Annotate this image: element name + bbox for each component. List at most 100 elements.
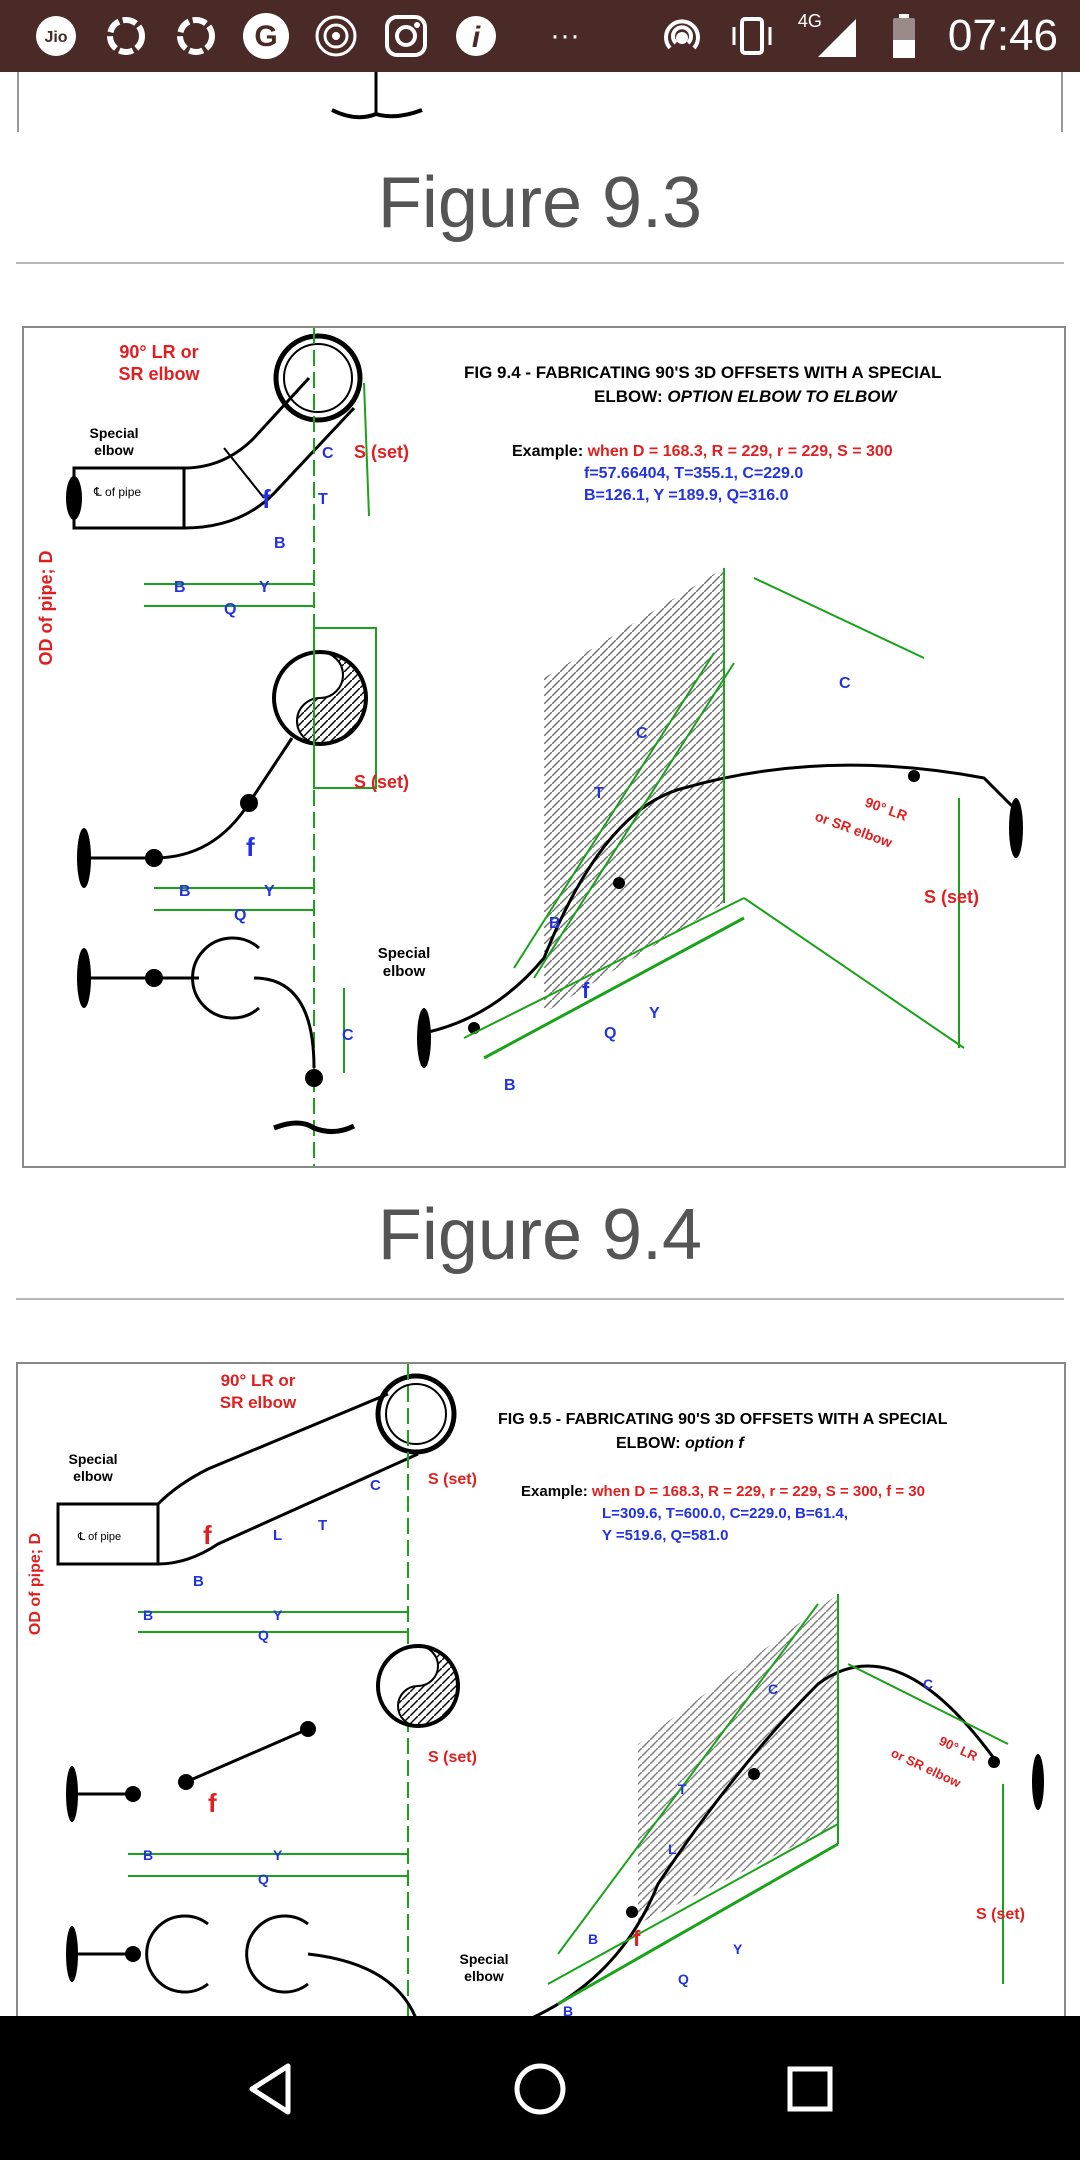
svg-text:Example: when D = 168.3, R = 2: Example: when D = 168.3, R = 229, r = 22… [521, 1483, 925, 1500]
special-label-2: elbow [94, 442, 134, 458]
svg-text:S (set): S (set) [354, 772, 409, 792]
fig94-title-italic: OPTION ELBOW TO ELBOW [667, 387, 898, 406]
figure-9-3-remnant [16, 72, 1064, 132]
svg-text:B: B [193, 1573, 204, 1590]
back-button[interactable] [238, 2056, 304, 2122]
svg-text:S (set): S (set) [924, 887, 979, 907]
battery-icon [878, 10, 930, 62]
svg-text:Y: Y [264, 883, 275, 900]
svg-text:B: B [274, 535, 286, 552]
figure-caption-9-4: Figure 9.4 [377, 1195, 703, 1275]
svg-text:Q: Q [604, 1025, 616, 1042]
svg-text:L=309.6, T=600.0, C=229.0, B=6: L=309.6, T=600.0, C=229.0, B=61.4, [602, 1505, 848, 1522]
svg-text:Y: Y [733, 1941, 743, 1957]
svg-text:T: T [318, 491, 328, 508]
svg-text:90° LR: 90° LR [863, 794, 910, 824]
svg-text:B: B [143, 1607, 153, 1623]
svg-text:T: T [318, 1517, 327, 1534]
special-label-1: Special [89, 425, 138, 441]
svg-text:f: f [633, 1926, 641, 1951]
cl-pipe-label: ℄ of pipe [93, 485, 141, 499]
svg-text:B: B [504, 1077, 516, 1094]
svg-text:Y =519.6, Q=581.0: Y =519.6, Q=581.0 [602, 1527, 729, 1544]
svg-text:90° LR or: 90° LR or [221, 1371, 296, 1390]
svg-text:S (set): S (set) [976, 1906, 1025, 1923]
webpage-content[interactable]: Figure 9.3 OD of pipe; D 90° LR or SR el… [0, 72, 1080, 2016]
svg-text:B: B [174, 579, 186, 596]
sync-ring-icon-2 [170, 10, 222, 62]
svg-text:S (set): S (set) [428, 1471, 477, 1488]
svg-text:Q: Q [224, 601, 236, 618]
svg-text:T: T [678, 1781, 687, 1797]
svg-text:T: T [594, 785, 604, 802]
svg-text:90° LR: 90° LR [937, 1733, 981, 1764]
cell-signal-icon: 4G [796, 11, 860, 61]
svg-text:C: C [370, 1477, 381, 1494]
figure-9-5-image: OD of pipe; D 90° LR or SR elbow Special… [16, 1362, 1066, 2016]
svg-text:f: f [262, 484, 271, 514]
elbow-label-1: 90° LR or [119, 342, 198, 362]
recents-button[interactable] [777, 2056, 843, 2122]
google-icon: G [240, 10, 292, 62]
svg-text:Y: Y [259, 579, 270, 596]
figure-9-4-image: OD of pipe; D 90° LR or SR elbow Special… [22, 326, 1066, 1168]
fig94-example-red: when D = 168.3, R = 229, r = 229, S = 30… [587, 443, 893, 460]
elbow-label-2: SR elbow [118, 364, 200, 384]
svg-text:Y: Y [649, 1005, 660, 1022]
svg-text:B: B [179, 883, 191, 900]
svg-text:B: B [143, 1847, 153, 1863]
svg-text:Example: when D = 168.3, R = 2: Example: when D = 168.3, R = 229, r = 22… [512, 443, 893, 460]
svg-text:Y: Y [273, 1847, 283, 1863]
svg-text:FIG 9.5 - FABRICATING 90'S 3D: FIG 9.5 - FABRICATING 90'S 3D OFFSETS WI… [498, 1411, 948, 1428]
clock: 07:46 [947, 11, 1058, 60]
svg-text:G: G [254, 20, 277, 53]
svg-text:Special: Special [378, 945, 431, 962]
svg-text:Q: Q [258, 1871, 269, 1887]
svg-text:C: C [322, 445, 334, 462]
svg-text:Special: Special [459, 1951, 508, 1967]
svg-text:C: C [923, 1676, 933, 1692]
more-notifications: ··· [550, 19, 580, 52]
fig94-example-label: Example: [512, 443, 588, 460]
svg-text:Jio: Jio [44, 29, 67, 46]
svg-text:f: f [208, 1788, 217, 1818]
svg-text:S (set): S (set) [428, 1749, 477, 1766]
svg-text:OD of pipe; D: OD of pipe; D [27, 1533, 44, 1635]
svg-text:elbow: elbow [73, 1468, 113, 1484]
svg-text:Y: Y [273, 1607, 283, 1623]
jio-icon: Jio [30, 10, 82, 62]
svg-text:ELBOW: OPTION ELBOW TO ELBOW: ELBOW: OPTION ELBOW TO ELBOW [594, 387, 898, 406]
svg-text:C: C [342, 1027, 354, 1044]
svg-text:i: i [472, 21, 481, 54]
svg-text:C: C [636, 725, 648, 742]
svg-text:f: f [203, 1520, 212, 1550]
svg-text:SR elbow: SR elbow [220, 1393, 297, 1412]
divider-2 [16, 1298, 1064, 1300]
svg-text:Q: Q [234, 907, 246, 924]
status-bar: Jio G i ··· 4G [0, 0, 1080, 72]
svg-text:C: C [768, 1681, 778, 1697]
hotspot-icon [656, 10, 708, 62]
home-button[interactable] [507, 2056, 573, 2122]
fig94-title-line2: ELBOW: [594, 387, 667, 406]
instagram-icon [380, 10, 432, 62]
svg-text:L: L [273, 1527, 282, 1544]
divider [16, 262, 1064, 264]
svg-text:B: B [563, 2003, 573, 2016]
svg-text:Special: Special [68, 1451, 117, 1467]
svg-text:Q: Q [678, 1971, 689, 1987]
svg-text:Q: Q [258, 1627, 269, 1643]
fig94-title-line1: FIG 9.4 - FABRICATING 90'S 3D OFFSETS WI… [464, 363, 942, 382]
fig94-example-blue2: B=126.1, Y =189.9, Q=316.0 [584, 487, 789, 504]
svg-text:ELBOW: option f: ELBOW: option f [616, 1435, 745, 1452]
od-label: OD of pipe; D [36, 551, 56, 666]
svg-text:℄ of pipe: ℄ of pipe [77, 1531, 121, 1543]
network-type-label: 4G [797, 11, 822, 31]
fig94-example-blue1: f=57.66404, T=355.1, C=229.0 [584, 465, 803, 482]
svg-text:elbow: elbow [383, 963, 426, 980]
figure-caption-9-3: Figure 9.3 [377, 163, 703, 243]
target-app-icon [310, 10, 362, 62]
svg-text:f: f [582, 978, 590, 1003]
svg-text:C: C [839, 675, 851, 692]
svg-text:elbow: elbow [464, 1968, 504, 1984]
